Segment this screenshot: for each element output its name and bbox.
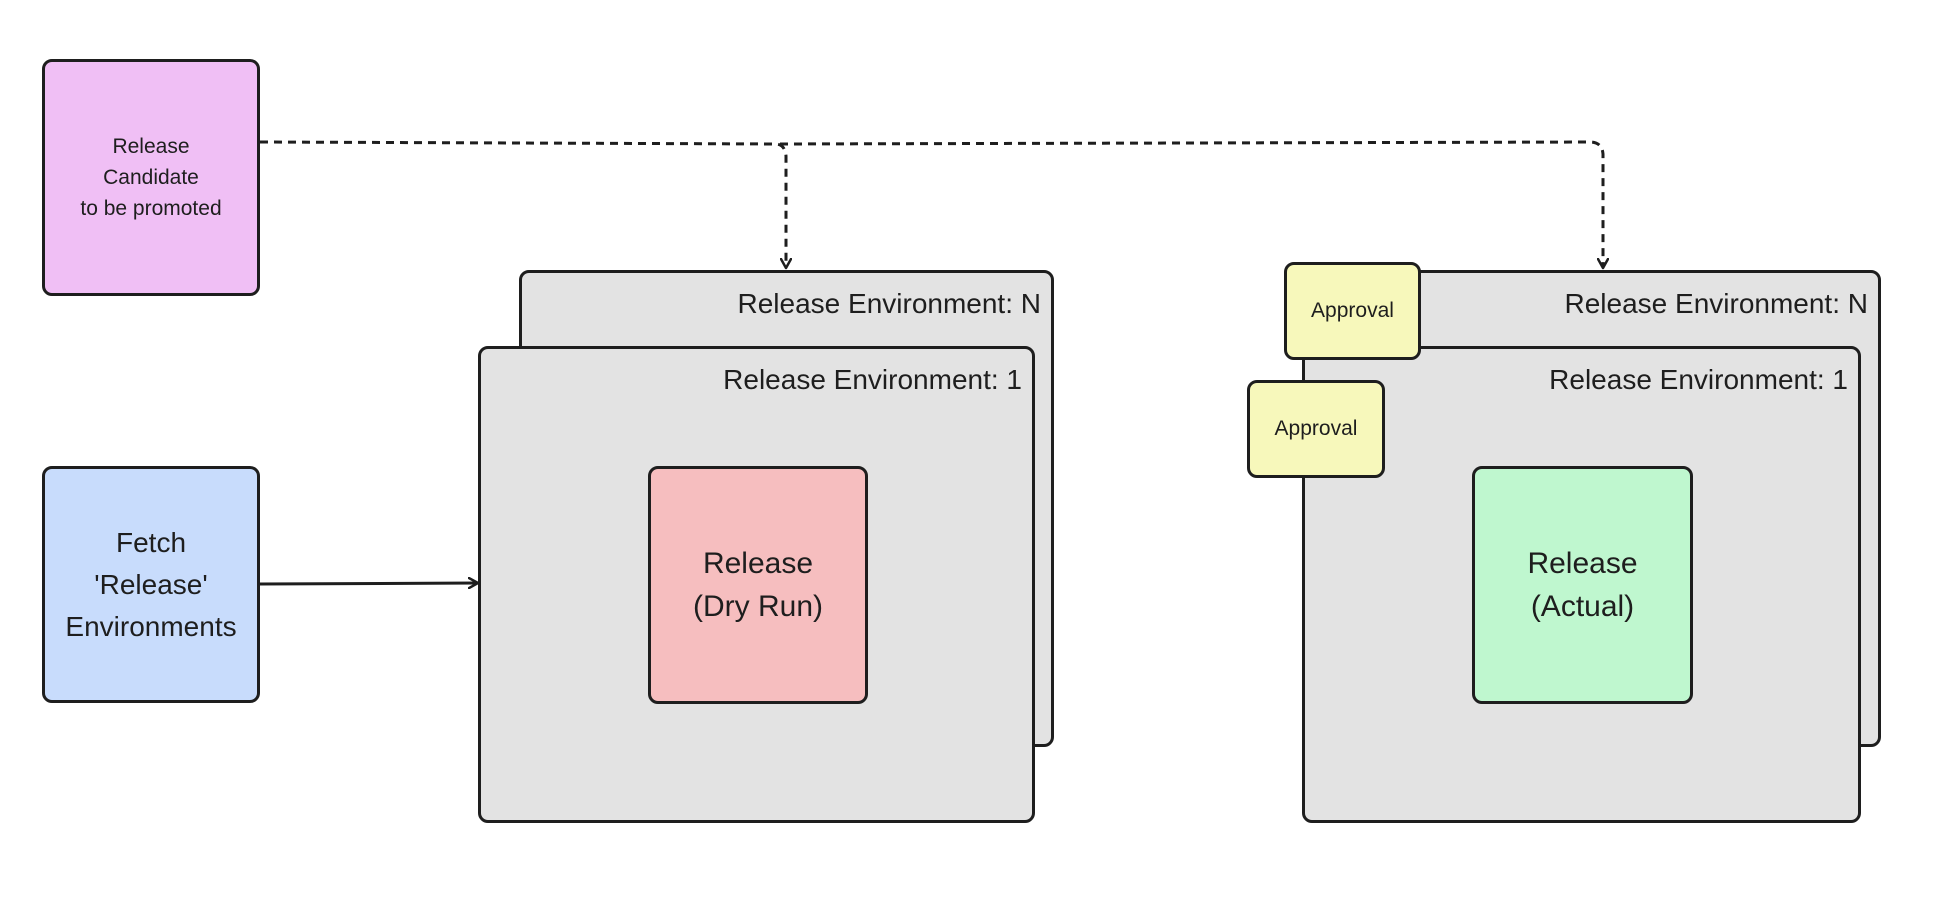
release-actual-label: Release (Actual): [1527, 547, 1638, 623]
approval-environment-1: Approval: [1247, 380, 1385, 478]
dashed-connector-to-actual-env: [779, 140, 1603, 268]
actual-environment-n-title: Release Environment: N: [1564, 288, 1868, 319]
actual-environment-1-title: Release Environment: 1: [1549, 364, 1848, 395]
release-candidate-node: Release Candidate to be promoted: [42, 59, 260, 296]
approval-environment-n: Approval: [1284, 262, 1421, 360]
solid-connector-fetch-to-env: [259, 583, 478, 584]
release-actual-node: Release (Actual): [1472, 466, 1693, 704]
fetch-environments-label: Fetch 'Release' Environments: [65, 526, 237, 642]
approval-environment-1-label: Approval: [1274, 417, 1358, 440]
dry-run-environment-1-title: Release Environment: 1: [723, 364, 1022, 395]
release-dry-run-node: Release (Dry Run): [648, 466, 868, 704]
actual-environment-1: Release Environment: 1: [1302, 346, 1861, 823]
release-candidate-label: Release Candidate to be promoted: [80, 135, 222, 220]
dashed-connector-to-dry-run-env: [259, 140, 786, 268]
fetch-environments-node: Fetch 'Release' Environments: [42, 466, 260, 703]
dry-run-environment-n-title: Release Environment: N: [737, 288, 1041, 319]
release-dry-run-label: Release (Dry Run): [692, 547, 823, 623]
approval-environment-n-label: Approval: [1311, 299, 1394, 322]
